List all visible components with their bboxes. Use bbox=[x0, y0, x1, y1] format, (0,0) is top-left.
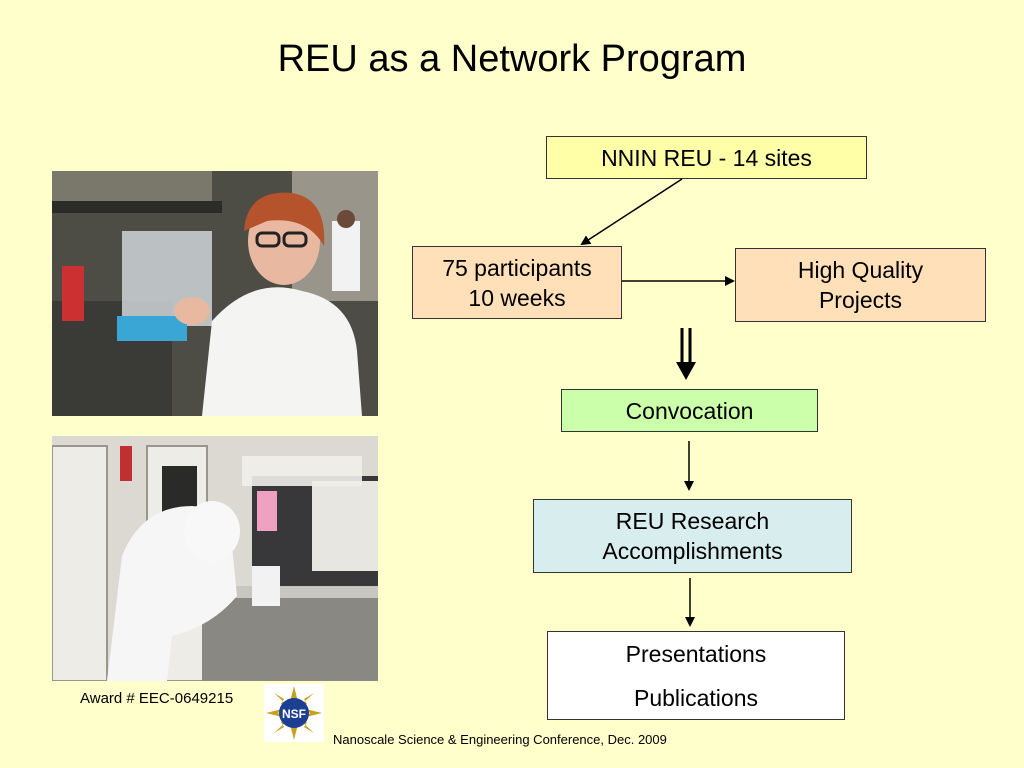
nsf-logo-icon: NSF bbox=[264, 684, 324, 742]
cleanroom-researcher-photo bbox=[52, 436, 378, 681]
participants-duration-label: 10 weeks bbox=[468, 284, 566, 311]
research-label-line2: Accomplishments bbox=[602, 538, 783, 564]
award-number: Award # EEC-0649215 bbox=[80, 690, 234, 707]
svg-text:NSF: NSF bbox=[282, 707, 306, 721]
quality-label-line1: High Quality bbox=[797, 257, 924, 283]
arrow-nnin-to-participants bbox=[580, 178, 683, 246]
participants-count-label: 75 participants bbox=[442, 254, 592, 281]
research-accomplishments-node: REU Research Accomplishments bbox=[533, 499, 852, 573]
slide-title: REU as a Network Program bbox=[277, 38, 747, 80]
participants-node: 75 participants 10 weeks bbox=[412, 246, 622, 319]
presentations-label: Presentations bbox=[625, 640, 767, 667]
high-quality-projects-node: High Quality Projects bbox=[735, 248, 986, 322]
nnin-reu-node: NNIN REU - 14 sites bbox=[546, 136, 867, 179]
nsf-seal-icon: NSF bbox=[264, 684, 324, 742]
nnin-reu-label: NNIN REU - 14 sites bbox=[601, 144, 812, 171]
conference-footer: Nanoscale Science & Engineering Conferen… bbox=[333, 732, 667, 747]
convocation-label: Convocation bbox=[625, 397, 754, 424]
double-arrow-to-convocation bbox=[676, 328, 696, 380]
lab-photo-image bbox=[52, 171, 378, 416]
quality-label-line2: Projects bbox=[818, 287, 903, 313]
lab-researcher-photo bbox=[52, 171, 378, 416]
convocation-node: Convocation bbox=[561, 389, 818, 432]
outputs-node: Presentations Publications bbox=[547, 631, 845, 720]
cleanroom-photo-image bbox=[52, 436, 378, 681]
publications-label: Publications bbox=[633, 684, 759, 711]
research-label-line1: REU Research bbox=[615, 508, 770, 534]
